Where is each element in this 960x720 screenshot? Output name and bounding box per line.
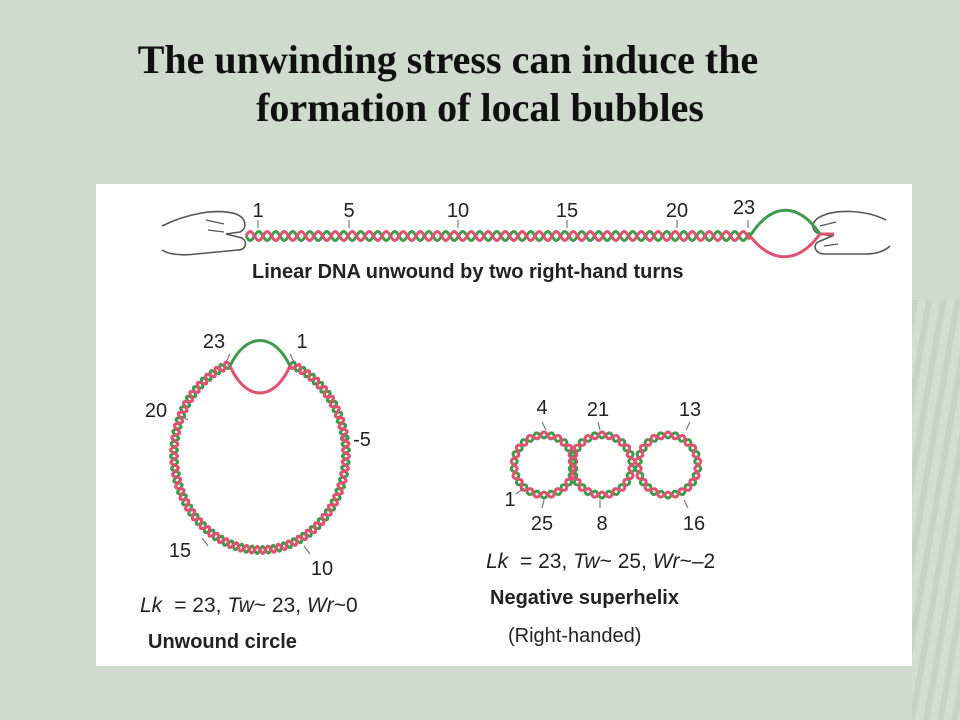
linear-strand-red — [244, 229, 834, 243]
circle-equation: Lk = 23, Tw~ 23, Wr~0 — [140, 594, 358, 617]
unwound-circle-diagram: 23 1 20 -5 15 10 Lk = 23, Tw~ 23, Wr~0 Un… — [140, 331, 371, 653]
background-texture — [912, 300, 960, 720]
right-hand-fingers-icon — [819, 221, 839, 247]
superhelix-loop-3-red — [633, 430, 703, 499]
superhelix-label-16: 16 — [683, 513, 705, 535]
circle-label-5: -5 — [353, 429, 371, 451]
circle-eq-lk: Lk — [140, 594, 164, 617]
linear-marker-1: 1 — [252, 200, 263, 222]
dna-figure: 1 5 10 15 20 23 Linear DNA unwound by tw… — [140, 197, 891, 653]
superhelix-loop-1-red — [509, 430, 579, 499]
circle-strand-red — [168, 360, 352, 555]
circle-label-15: 15 — [169, 540, 191, 562]
linear-bubble-green — [748, 208, 822, 237]
title-line-1: The unwinding stress can induce the — [137, 37, 759, 82]
linear-marker-23: 23 — [733, 197, 755, 219]
superhelix-eq-lk: Lk — [486, 550, 510, 573]
circle-bubble-green — [228, 339, 292, 367]
circle-eq-wr: Wr — [307, 594, 335, 617]
circle-eq-part2: ~ 23, — [254, 594, 307, 617]
superhelix-eq-part3: ~–2 — [680, 550, 716, 573]
superhelix-label-8: 8 — [596, 513, 607, 535]
superhelix-equation: Lk = 23, Tw~ 25, Wr~–2 — [486, 550, 715, 573]
superhelix-label-1: 1 — [504, 489, 515, 511]
circle-label-10: 10 — [311, 558, 333, 580]
title-line-2: formation of local bubbles — [256, 85, 704, 130]
left-hand-icon — [161, 210, 247, 256]
circle-label-1: 1 — [296, 331, 307, 353]
superhelix-label-25: 25 — [531, 513, 553, 535]
superhelix-label-21: 21 — [587, 399, 609, 421]
superhelix-loops — [509, 430, 703, 500]
circle-bubble-red — [228, 365, 292, 395]
linear-bubble-red — [748, 233, 822, 259]
linear-marker-15: 15 — [556, 200, 578, 222]
superhelix-loop-2-red — [567, 430, 637, 499]
circle-eq-part1: = 23, — [174, 594, 227, 617]
circle-label-20: 20 — [145, 400, 167, 422]
circle-tick-marks — [179, 353, 348, 555]
superhelix-tick-marks — [515, 421, 691, 509]
slide-title: The unwinding stress can induce the form… — [60, 36, 900, 132]
linear-marker-5: 5 — [343, 200, 354, 222]
left-hand-fingers-icon — [205, 219, 225, 233]
linear-dna-diagram: 1 5 10 15 20 23 Linear DNA unwound by tw… — [161, 197, 891, 283]
linear-marker-20: 20 — [666, 200, 688, 222]
circle-eq-part3: ~0 — [334, 594, 358, 617]
superhelix-eq-wr: Wr — [653, 550, 681, 573]
linear-tick-marks — [257, 220, 749, 228]
right-hand-icon — [812, 210, 891, 255]
superhelix-label-4: 4 — [536, 397, 547, 419]
linear-marker-10: 10 — [447, 200, 469, 222]
superhelix-eq-part2: ~ 25, — [600, 550, 653, 573]
superhelix-caption: Negative superhelix — [490, 587, 679, 609]
superhelix-label-13: 13 — [679, 399, 701, 421]
linear-caption: Linear DNA unwound by two right-hand tur… — [252, 261, 683, 283]
superhelix-subcaption: (Right-handed) — [508, 625, 641, 647]
circle-caption: Unwound circle — [148, 631, 297, 653]
dna-figure-panel: 1 5 10 15 20 23 Linear DNA unwound by tw… — [96, 184, 912, 666]
superhelix-eq-part1: = 23, — [514, 550, 573, 573]
circle-label-23: 23 — [203, 331, 225, 353]
superhelix-eq-tw: Tw — [573, 550, 601, 573]
negative-superhelix-diagram: 4 21 13 1 25 8 16 Lk = 23, Tw~ 25, Wr~–2… — [486, 397, 715, 647]
circle-eq-tw: Tw — [227, 594, 255, 617]
